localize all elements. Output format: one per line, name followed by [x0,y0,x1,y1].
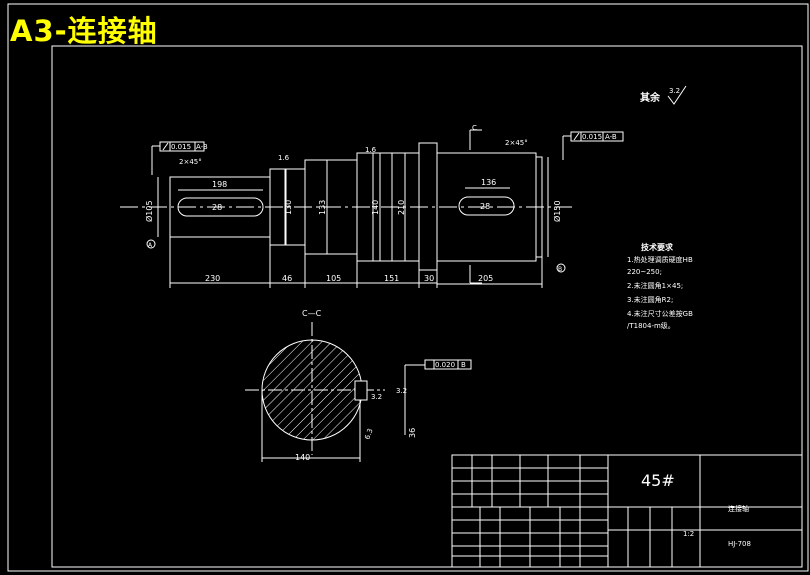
tol-section-value: 0.020 [435,361,455,369]
dim-kw-left: 28 [212,203,222,212]
section-rough-c: 6.3 [363,427,374,440]
tech-req-5: 4.未注尺寸公差按GB [627,309,693,318]
roughness-symbol-icon [667,85,687,105]
section-dim-width: 140 [295,453,310,462]
dim-136: 136 [481,178,496,187]
tech-req-2: 220~250; [627,268,662,276]
roughness-value: 3.2 [669,87,680,95]
dim-d130: 130 [284,200,293,215]
tol-left-value: 0.015 [171,143,191,151]
dim-230: 230 [205,274,220,283]
scale: 1:2 [683,530,694,538]
tol-section-datum: B [461,361,466,369]
rough-2: 1.6 [365,146,377,154]
title-block [451,454,803,568]
cut-marker-top: C [472,124,477,132]
dim-d105: Ø105 [144,200,154,222]
dim-kw-right: 28 [480,202,490,211]
tolerance-frame-right [562,131,624,160]
section-label: C—C [302,309,322,318]
tol-left-datum: A-B [196,143,208,151]
section-rough-a: 3.2 [371,393,382,401]
material: 45# [641,471,675,490]
section-dim-height: 36 [408,428,417,438]
dim-d150: Ø150 [552,200,562,222]
chamfer-right: 2×45° [505,139,528,147]
drawing-title: A3-连接轴 [10,14,158,48]
tech-req-6: /T1804-m级。 [627,321,675,330]
part-name: 连接轴 [728,504,749,513]
dim-151: 151 [384,274,399,283]
rough-1: 1.6 [278,154,290,162]
datum-b-marker [556,263,566,273]
tech-req-heading: 技术要求 [641,242,674,252]
section-view [245,322,472,462]
dim-205: 205 [478,274,493,283]
shaft-main-view [120,142,572,271]
tolerance-frame-left [151,141,205,175]
chamfer-left: 2×45° [179,158,202,166]
tol-right-datum: A-B [605,133,617,141]
keyway-left [177,197,264,217]
tech-req-3: 2.未注圆角1×45; [627,281,683,290]
dim-d133: 133 [318,200,327,215]
shaft-dimensions [157,153,549,288]
tech-req-1: 1.热处理调质硬度HB [627,255,693,264]
dim-46: 46 [282,274,292,283]
drawing-frame [51,45,803,568]
drawing-number: HJ-708 [728,540,751,548]
dim-d210: 210 [397,200,406,215]
datum-b-label: B [558,266,562,273]
sheet-border [7,3,809,572]
tol-right-value: 0.015 [582,133,602,141]
tech-req-4: 3.未注圆角R2; [627,295,673,304]
keyway-right [458,196,515,216]
section-rough-b: 3.2 [396,387,407,395]
dim-30: 30 [424,274,434,283]
datum-a-label: A [148,242,153,249]
dim-d140: 140 [371,200,380,215]
datum-a-marker [146,239,156,249]
dim-198: 198 [212,180,227,189]
dim-105: 105 [326,274,341,283]
roughness-label: 其余 [640,91,661,104]
